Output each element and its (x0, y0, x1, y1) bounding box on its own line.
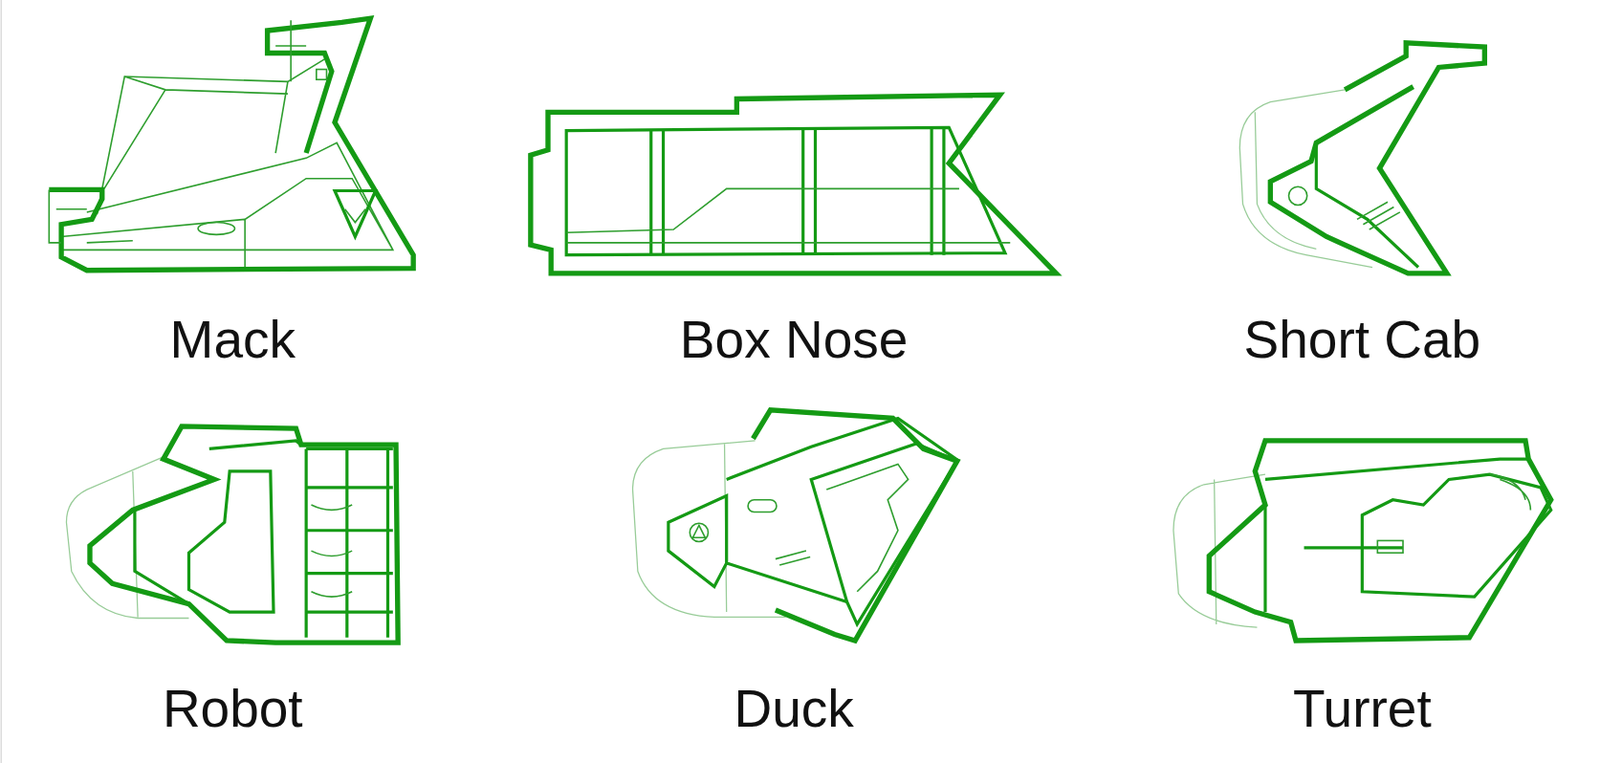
robot-cab (65, 426, 398, 643)
box-nose-cab (530, 94, 1056, 274)
cab-style-label: Mack (170, 313, 296, 367)
mack-cab (48, 18, 414, 271)
short-cab (1239, 43, 1485, 274)
cab-style-label: Short Cab (1244, 313, 1482, 367)
duck-cab (633, 410, 960, 641)
turret-cab (1173, 440, 1552, 641)
cab-style-label: Robot (162, 682, 304, 736)
edge-line (0, 0, 2, 763)
cab-style-label: Duck (733, 682, 854, 736)
cab-style-label: Turret (1293, 682, 1432, 736)
cab-style-label: Box Nose (679, 313, 908, 367)
